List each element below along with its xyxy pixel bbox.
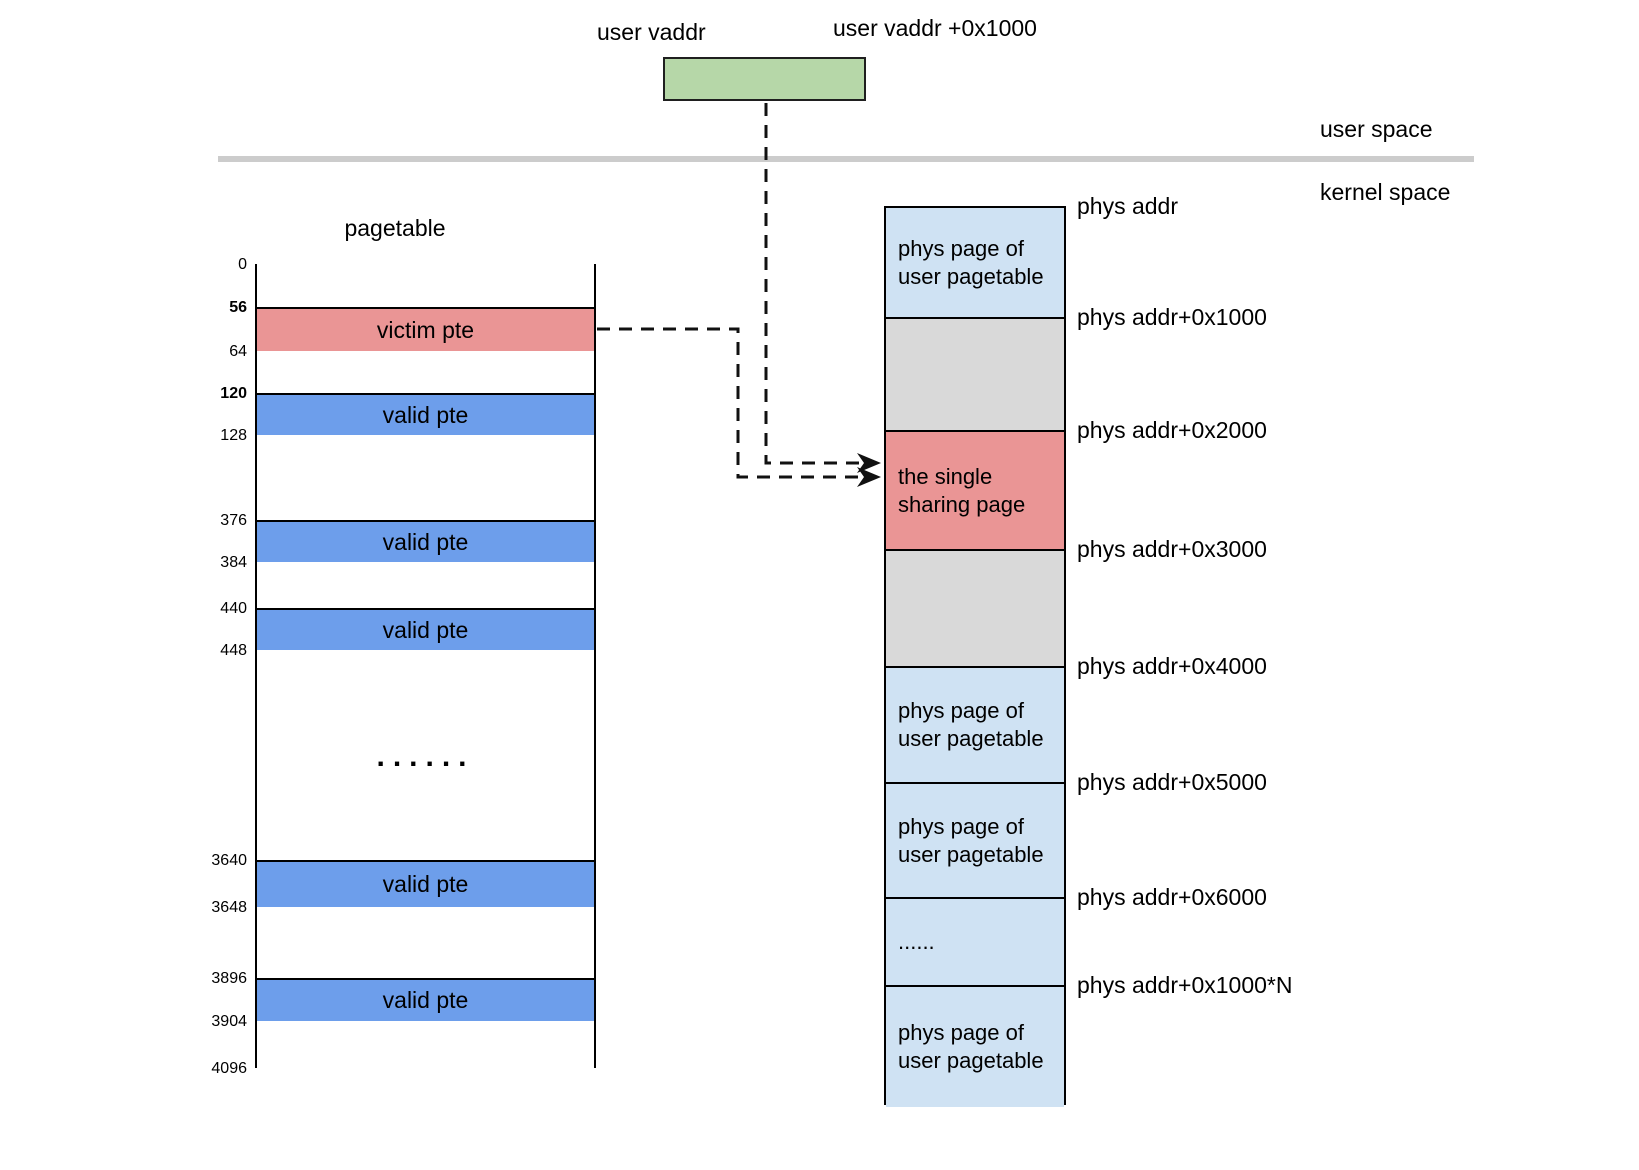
pagetable-tick-376: 376 bbox=[220, 512, 247, 529]
phys-addr-label-2: phys addr+0x2000 bbox=[1077, 417, 1267, 443]
pagetable-tick-128: 128 bbox=[220, 427, 247, 444]
pagetable-row-empty bbox=[257, 264, 594, 309]
phys-addr-label-1: phys addr+0x1000 bbox=[1077, 304, 1267, 330]
pagetable-tick-3904: 3904 bbox=[211, 1013, 247, 1030]
kernel-space-label: kernel space bbox=[1320, 179, 1451, 205]
phys-addr-label-7: phys addr+0x1000*N bbox=[1077, 972, 1293, 998]
physmem-block-text: user pagetable bbox=[898, 263, 1044, 289]
physmem-block-phys-page-of-user-pagetable: phys page of user pagetable bbox=[886, 668, 1064, 784]
physmem-block-text: phys page of bbox=[898, 1020, 1024, 1045]
user-space-label: user space bbox=[1320, 116, 1433, 142]
physmem-block-text: phys page of bbox=[898, 698, 1024, 723]
physmem-block-text: phys page of bbox=[898, 813, 1024, 839]
pagetable-row-empty bbox=[257, 351, 594, 395]
user-vaddr-label: user vaddr bbox=[597, 19, 706, 45]
space-divider bbox=[218, 156, 1474, 162]
physmem-block-text: user pagetable bbox=[898, 841, 1044, 867]
physmem-block-text: ...... bbox=[898, 929, 935, 954]
pagetable-tick-384: 384 bbox=[220, 554, 247, 571]
pagetable-tick-56: 56 bbox=[229, 299, 247, 316]
pagetable-tick-440: 440 bbox=[220, 600, 247, 617]
pagetable-row-empty bbox=[257, 562, 594, 610]
physmem-block-text: sharing page bbox=[898, 491, 1026, 517]
physmem-block-text: the single bbox=[898, 463, 993, 489]
physmem-block-unused bbox=[886, 551, 1064, 668]
phys-addr-label-4: phys addr+0x4000 bbox=[1077, 653, 1267, 679]
pagetable-tick-120: 120 bbox=[220, 385, 247, 402]
phys-addr-label-0: phys addr bbox=[1077, 193, 1179, 219]
physmem-block-text: phys page of bbox=[898, 235, 1024, 261]
pagetable-row-valid-pte: valid pte bbox=[257, 978, 594, 1023]
pagetable-box: victim pte valid pte valid pte valid pte...… bbox=[255, 264, 596, 1070]
physmem-block-phys-page-of-user-pagetable: phys page of user pagetable bbox=[886, 987, 1064, 1107]
pagetable-row-victim-pte: victim pte bbox=[257, 307, 594, 353]
physmem-block-text: user pagetable bbox=[898, 726, 1044, 751]
pagetable-row-empty bbox=[257, 650, 594, 862]
pagetable-row-valid-pte: valid pte bbox=[257, 393, 594, 437]
pagetable-row-valid-pte: valid pte bbox=[257, 860, 594, 909]
pagetable-tick-4096: 4096 bbox=[211, 1060, 247, 1077]
pagetable-tick-64: 64 bbox=[229, 343, 247, 360]
physmem-block-unused bbox=[886, 319, 1064, 432]
pagetable-row-valid-pte: valid pte bbox=[257, 520, 594, 564]
pagetable-tick-3648: 3648 bbox=[211, 899, 247, 916]
pagetable-row-empty bbox=[257, 907, 594, 980]
phys-addr-label-6: phys addr+0x6000 bbox=[1077, 884, 1267, 910]
pagetable-row-valid-pte: valid pte bbox=[257, 608, 594, 652]
physmem-block--: ...... bbox=[886, 899, 1064, 987]
victim-pte-arrow-head bbox=[857, 467, 881, 487]
phys-addr-label-5: phys addr+0x5000 bbox=[1077, 769, 1267, 795]
vaddr-arrow-head bbox=[857, 453, 881, 473]
physmem-block-text: user pagetable bbox=[898, 1048, 1044, 1073]
pagetable-tick-3640: 3640 bbox=[211, 852, 247, 869]
pagetable-tick-448: 448 bbox=[220, 642, 247, 659]
phys-addr-label-3: phys addr+0x3000 bbox=[1077, 536, 1267, 562]
pagetable-title: pagetable bbox=[344, 215, 446, 241]
pagetable-ellipsis: ...... bbox=[376, 740, 475, 773]
user-vaddr-box bbox=[663, 57, 866, 101]
pagetable-tick-0: 0 bbox=[238, 256, 247, 273]
pagetable-row-empty bbox=[257, 435, 594, 522]
pagetable-tick-3896: 3896 bbox=[211, 970, 247, 987]
user-vaddr-plus-label: user vaddr +0x1000 bbox=[833, 15, 1037, 41]
victim-pte-arrow bbox=[597, 327, 864, 479]
pagetable-row-empty bbox=[257, 1021, 594, 1070]
